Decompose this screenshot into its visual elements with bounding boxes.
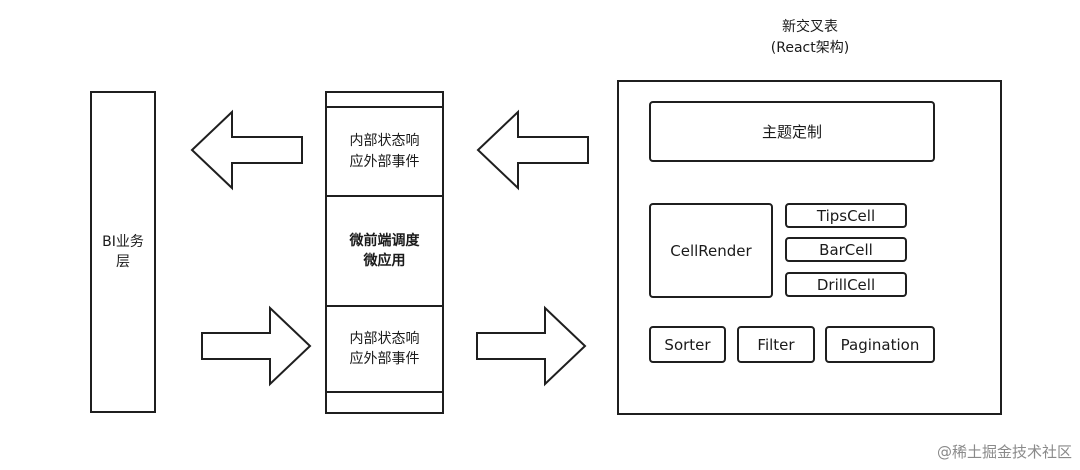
divider xyxy=(327,106,442,108)
sorter-box: Sorter xyxy=(649,326,726,363)
divider xyxy=(327,195,442,197)
tips-cell-box: TipsCell xyxy=(785,203,907,228)
top-internal-state-block: 内部状态响 应外部事件 xyxy=(349,133,420,170)
pagination-box: Pagination xyxy=(825,326,935,363)
arrow-right-icon xyxy=(476,305,587,387)
arrow-right-icon xyxy=(201,305,312,387)
divider xyxy=(327,305,442,307)
filter-box: Filter xyxy=(737,326,815,363)
arrow-left-icon xyxy=(476,109,589,191)
bi-business-layer: BI业务 层 xyxy=(90,91,156,413)
micro-frontend-scheduler-block: 微前端调度 微应用 xyxy=(349,232,420,269)
watermark-text: @稀土掘金技术社区 xyxy=(936,443,1072,461)
cell-render-box: CellRender xyxy=(649,203,773,298)
arrow-left-icon xyxy=(190,109,303,191)
micro-frontend-column: 内部状态响 应外部事件 微前端调度 微应用 内部状态响 应外部事件 xyxy=(325,91,444,414)
bi-layer-label: BI业务 层 xyxy=(102,233,144,270)
theme-customization-box: 主题定制 xyxy=(649,101,935,162)
divider xyxy=(327,391,442,393)
drill-cell-box: DrillCell xyxy=(785,272,907,297)
new-table-title: 新交叉表 (React架构) xyxy=(770,19,850,56)
bar-cell-box: BarCell xyxy=(785,237,907,262)
bottom-internal-state-block: 内部状态响 应外部事件 xyxy=(349,330,420,367)
